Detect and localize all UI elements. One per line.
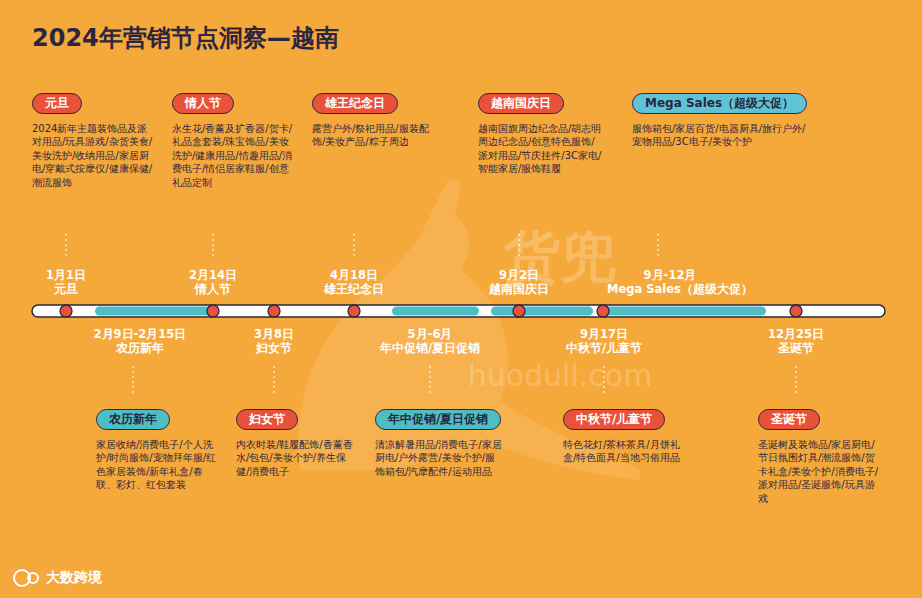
date-label: 5月-6月 — [408, 327, 453, 341]
festival-card: 妇女节内衣时装/鞋履配饰/香薰香水/包包/美妆个护/养生保健/消费电子 — [236, 408, 358, 478]
date-label: 1月1日 — [46, 268, 86, 282]
date-label: 雄王纪念日 — [324, 282, 384, 296]
category-list: 清凉解暑用品/消费电子/家居厨电/户外露营/美妆个护/服饰箱包/汽摩配件/运动用… — [375, 438, 504, 478]
date-label: 9月17日 — [580, 327, 628, 341]
festival-pill: 元旦 — [32, 93, 82, 114]
timeline-dots — [60, 305, 802, 317]
date-label: Mega Sales（超级大促） — [607, 282, 753, 296]
category-list: 露营户外/祭祀用品/服装配饰/美妆产品/粽子周边 — [312, 122, 434, 149]
timeline-segments — [95, 307, 766, 316]
festival-pill: 雄王纪念日 — [312, 93, 398, 114]
date-label: 2月14日 — [189, 268, 237, 282]
date-label: 4月18日 — [330, 268, 378, 282]
festival-card: 越南国庆日越南国旗周边纪念品/胡志明周边纪念品/创意特色服饰/派对用品/节庆挂件… — [478, 92, 602, 176]
festival-card: Mega Sales（超级大促） 服饰箱包/家居百货/电器厨具/旅行户外/宠物用品… — [632, 92, 810, 149]
timeline-bar — [32, 305, 885, 317]
festival-card: 雄王纪念日露营户外/祭祀用品/服装配饰/美妆产品/粽子周边 — [312, 92, 434, 149]
category-list: 家居收纳/消费电子/个人洗护/时尚服饰/宠物拜年服/红色家居装饰/新年礼盒/春联… — [96, 438, 220, 492]
category-list: 服饰箱包/家居百货/电器厨具/旅行户外/宠物用品/3C电子/美妆个护 — [632, 122, 810, 149]
footer-brand: 大数跨境 — [46, 569, 102, 587]
festival-pill: 农历新年 — [96, 409, 170, 430]
festival-pill: 越南国庆日 — [478, 93, 564, 114]
footer-logo — [14, 570, 38, 586]
festival-pill: 圣诞节 — [758, 409, 820, 430]
page-title: 2024年营销节点洞察—越南 — [32, 22, 339, 54]
date-label: 情人节 — [195, 282, 231, 296]
festival-card: 年中促销/夏日促销清凉解暑用品/消费电子/家居厨电/户外露营/美妆个护/服饰箱包… — [375, 408, 504, 478]
date-label: 年中促销/夏日促销 — [380, 341, 480, 355]
date-label: 9月-12月 — [644, 268, 697, 282]
category-list: 圣诞树及装饰品/家居厨电/节日氛围灯具/潮流服饰/贺卡礼盒/美妆个护/消费电子/… — [758, 438, 882, 505]
festival-pill: 妇女节 — [236, 409, 298, 430]
festival-pill: Mega Sales（超级大促） — [632, 93, 807, 114]
date-label: 12月25日 — [768, 327, 824, 341]
festival-card: 中秋节/儿童节特色花灯/茶杯茶具/月饼礼盒/特色面具/当地习俗用品 — [563, 408, 691, 465]
leader-lines — [66, 234, 796, 396]
category-list: 内衣时装/鞋履配饰/香薰香水/包包/美妆个护/养生保健/消费电子 — [236, 438, 358, 478]
date-label: 中秋节/儿童节 — [566, 341, 642, 355]
festival-card: 农历新年家居收纳/消费电子/个人洗护/时尚服饰/宠物拜年服/红色家居装饰/新年礼… — [96, 408, 220, 492]
date-label: 农历新年 — [116, 341, 164, 355]
date-label: 妇女节 — [256, 341, 292, 355]
date-label: 圣诞节 — [778, 341, 814, 355]
category-list: 特色花灯/茶杯茶具/月饼礼盒/特色面具/当地习俗用品 — [563, 438, 691, 465]
date-label: 3月8日 — [254, 327, 294, 341]
festival-pill: 中秋节/儿童节 — [563, 409, 665, 430]
date-label: 元旦 — [54, 282, 78, 296]
watermark: 货兜 — [504, 220, 616, 296]
date-label: 2月9日-2月15日 — [94, 327, 187, 341]
watermark: huodull.com — [468, 358, 653, 393]
festival-card: 元旦 2024新年主题装饰品及派对用品/玩具游戏/杂货美食/美妆洗护/收纳用品/家… — [32, 92, 154, 189]
category-list: 永生花/香薰及扩香器/贺卡/礼品盒套装/珠宝饰品/美妆洗护/健康用品/情趣用品/… — [172, 122, 294, 189]
festival-card: 圣诞节圣诞树及装饰品/家居厨电/节日氛围灯具/潮流服饰/贺卡礼盒/美妆个护/消费… — [758, 408, 882, 505]
festival-card: 情人节永生花/香薰及扩香器/贺卡/礼品盒套装/珠宝饰品/美妆洗护/健康用品/情趣… — [172, 92, 294, 189]
festival-pill: 年中促销/夏日促销 — [375, 409, 501, 430]
category-list: 越南国旗周边纪念品/胡志明周边纪念品/创意特色服饰/派对用品/节庆挂件/3C家电… — [478, 122, 602, 176]
kangaroo-watermark — [298, 178, 640, 480]
festival-pill: 情人节 — [172, 93, 234, 114]
category-list: 2024新年主题装饰品及派对用品/玩具游戏/杂货美食/美妆洗护/收纳用品/家居厨… — [32, 122, 154, 189]
